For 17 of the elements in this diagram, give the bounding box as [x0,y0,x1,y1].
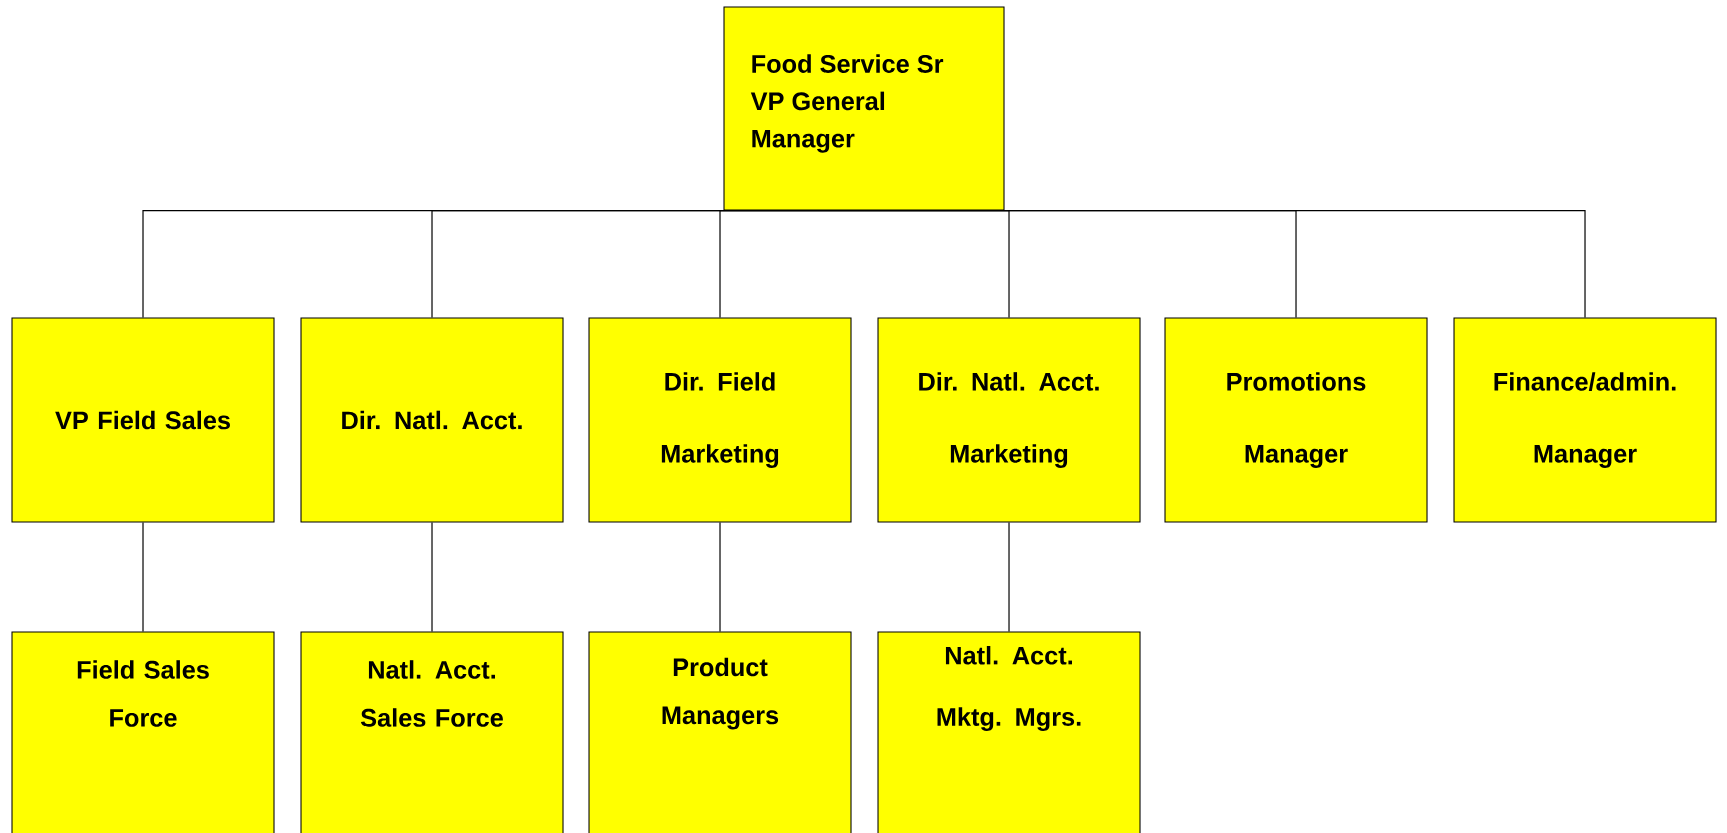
org-box: Natl. Acct. Mktg. Mgrs. [877,631,1141,833]
org-box: Dir. Natl. Acct. Marketing [877,317,1141,523]
connector-line [431,521,433,633]
org-box: Natl. Acct. Sales Force [300,631,564,833]
org-box: VP Field Sales [11,317,275,523]
org-box: Food Service Sr VP General Manager [723,6,1005,211]
connector-line [142,521,144,633]
connector-line [719,209,865,319]
org-box: Dir. Natl. Acct. [300,317,564,523]
connector-line [1008,521,1010,633]
org-box: Dir. Field Marketing [588,317,852,523]
connector-line [863,209,1586,319]
org-box: Finance/admin. Manager [1453,317,1717,523]
org-box: Field Sales Force [11,631,275,833]
org-box: Promotions Manager [1164,317,1428,523]
org-box: Product Managers [588,631,852,833]
connector-line [719,521,721,633]
